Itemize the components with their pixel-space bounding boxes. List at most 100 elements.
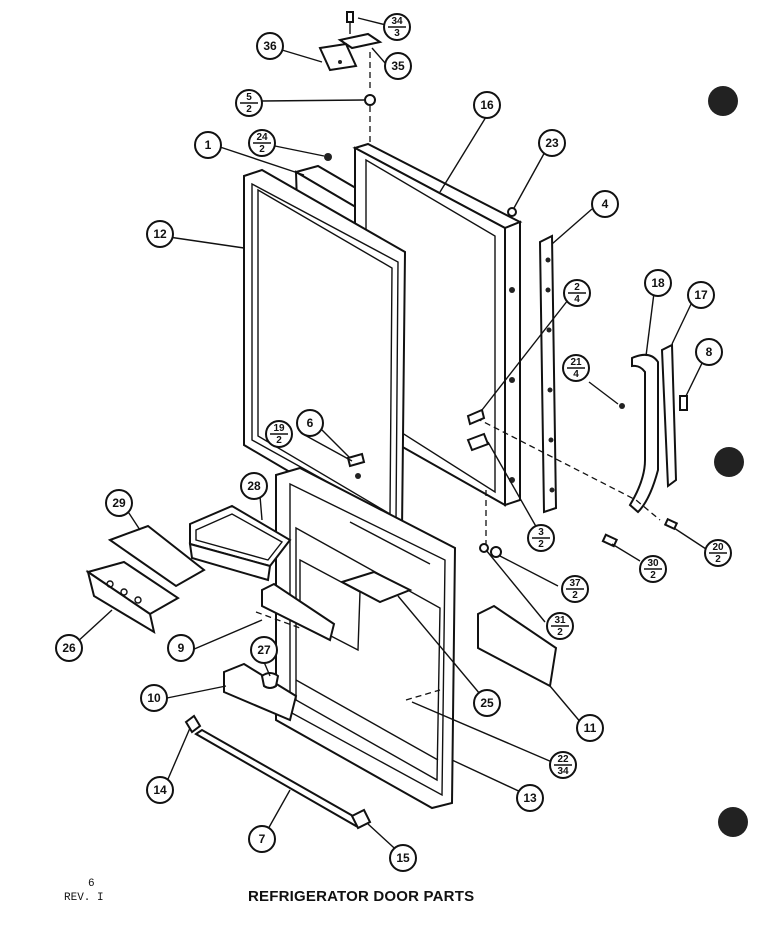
bracket-2-4	[466, 408, 486, 426]
part-11-rail	[477, 604, 558, 688]
callout-17: 17	[687, 281, 715, 309]
callout-18-label: 18	[651, 276, 665, 290]
callout-1: 1	[194, 131, 222, 159]
part-25-shelf	[339, 570, 413, 604]
callout-11: 11	[576, 714, 604, 742]
callout-22-34-bottom: 34	[557, 766, 569, 777]
callout-35-label: 35	[391, 59, 405, 73]
callout-28: 28	[240, 472, 268, 500]
callout-3-2-bottom: 2	[538, 539, 544, 550]
revision-label: REV. I	[64, 892, 104, 904]
callout-3-2-top: 3	[538, 527, 544, 538]
callout-8-label: 8	[706, 345, 713, 359]
callout-26: 26	[55, 634, 83, 662]
part-13-inner-door-liner	[275, 466, 457, 810]
callout-9-label: 9	[178, 641, 185, 655]
callout-19-2-bottom: 2	[276, 435, 282, 446]
callout-3-2: 32	[527, 524, 555, 552]
part-29-tray-lid	[107, 524, 206, 588]
callout-27: 27	[250, 636, 278, 664]
callout-30-2-top: 30	[647, 558, 659, 569]
part-15-end-cap	[350, 808, 372, 830]
callout-11-label: 11	[584, 721, 597, 735]
part-26-egg-bin	[85, 560, 180, 635]
callout-4-label: 4	[602, 197, 609, 211]
callout-25-label: 25	[480, 696, 494, 710]
callout-5-2-bottom: 2	[246, 104, 252, 115]
callout-16-label: 16	[480, 98, 494, 112]
callout-7-label: 7	[259, 832, 266, 846]
callout-9: 9	[167, 634, 195, 662]
callout-22-34-top: 22	[557, 754, 569, 765]
callout-10: 10	[140, 684, 168, 712]
callout-5-2: 52	[235, 89, 263, 117]
callout-34-3: 343	[383, 13, 411, 41]
callout-5-2-top: 5	[246, 92, 252, 103]
screw-30	[601, 533, 619, 548]
callout-1-label: 1	[205, 138, 212, 152]
callout-36-label: 36	[263, 39, 277, 53]
diagram-title: REFRIGERATOR DOOR PARTS	[248, 888, 475, 905]
callout-15-label: 15	[396, 851, 410, 865]
callout-27-label: 27	[257, 643, 271, 657]
part-9-bracket	[261, 582, 336, 642]
callout-2-4-top: 2	[574, 282, 580, 293]
callout-37-2: 372	[561, 575, 589, 603]
callout-30-2: 302	[639, 555, 667, 583]
binder-hole-bottom	[718, 807, 748, 837]
part-4-side-trim	[538, 234, 558, 514]
callout-34-3-bottom: 3	[394, 28, 400, 39]
callout-20-2-top: 20	[712, 542, 724, 553]
part-28-storage-bin	[188, 504, 292, 582]
callout-31-2-top: 31	[554, 615, 566, 626]
callout-4: 4	[591, 190, 619, 218]
callout-21-4: 214	[562, 354, 590, 382]
part-18-door-handle	[628, 353, 659, 514]
callout-31-2: 312	[546, 612, 574, 640]
callout-30-2-bottom: 2	[650, 570, 656, 581]
callout-31-2-bottom: 2	[557, 627, 563, 638]
callout-12-label: 12	[153, 227, 167, 241]
callout-2-4: 24	[563, 279, 591, 307]
binder-hole-top	[708, 86, 738, 116]
part-17-handle-trim	[660, 343, 678, 488]
part-8-nameplate	[679, 395, 688, 411]
callout-bubbles: 36 35 16 1 23 4 12 18 17 8 6 28 29 26 9 …	[55, 13, 732, 872]
callout-20-2-bottom: 2	[715, 554, 721, 565]
callout-16: 16	[473, 91, 501, 119]
callout-29: 29	[105, 489, 133, 517]
callout-23: 23	[538, 129, 566, 157]
callout-15: 15	[389, 844, 417, 872]
callout-25: 25	[473, 689, 501, 717]
callout-6: 6	[296, 409, 324, 437]
callout-37-2-top: 37	[569, 578, 581, 589]
callout-18: 18	[644, 269, 672, 297]
screw-21	[619, 403, 625, 409]
callout-24-2: 242	[248, 129, 276, 157]
bracket-3-2	[466, 432, 490, 452]
callout-7: 7	[248, 825, 276, 853]
callout-8: 8	[695, 338, 723, 366]
page-number: 6	[88, 878, 95, 890]
callout-17-label: 17	[694, 288, 708, 302]
callout-24-2-bottom: 2	[259, 144, 265, 155]
screw-20	[663, 517, 679, 531]
callout-20-2: 202	[704, 539, 732, 567]
callout-13: 13	[516, 784, 544, 812]
callout-6-label: 6	[307, 416, 314, 430]
callout-12: 12	[146, 220, 174, 248]
callout-23-label: 23	[545, 136, 559, 150]
callout-2-4-bottom: 4	[574, 294, 580, 305]
callout-10-label: 10	[147, 691, 161, 705]
bracket-6	[346, 452, 366, 468]
callout-19-2: 192	[265, 420, 293, 448]
callout-14: 14	[146, 776, 174, 804]
callout-36: 36	[256, 32, 284, 60]
callout-24-2-top: 24	[256, 132, 268, 143]
part-14-end-cap	[184, 714, 202, 734]
callout-21-4-bottom: 4	[573, 369, 579, 380]
callout-34-3-top: 34	[391, 16, 403, 27]
